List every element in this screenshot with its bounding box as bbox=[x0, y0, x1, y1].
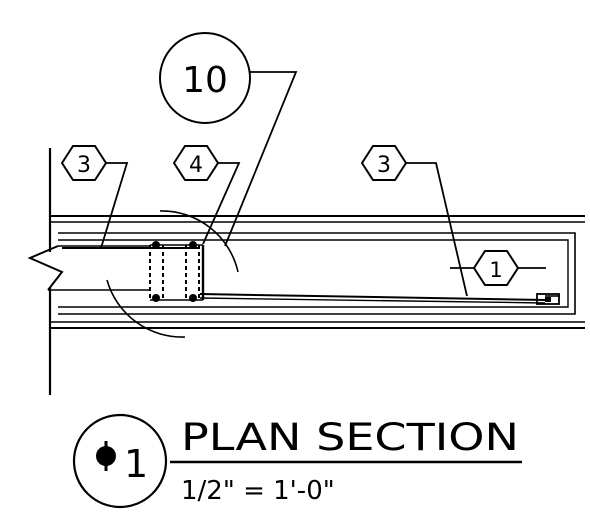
callout-10: 10 bbox=[159, 32, 298, 247]
callout-3-left: 3 bbox=[60, 145, 129, 249]
callout-3-left-label: 3 bbox=[77, 153, 91, 178]
beam-outline bbox=[50, 215, 585, 329]
splice-arcs bbox=[106, 210, 239, 338]
splice-cage bbox=[149, 241, 205, 302]
callout-1: 1 bbox=[450, 250, 546, 286]
detail-scale: 1/2" = 1'-0" bbox=[181, 476, 335, 506]
callout-10-label: 10 bbox=[182, 60, 228, 101]
callout-4-label: 4 bbox=[189, 153, 203, 178]
callout-3-right-label: 3 bbox=[377, 153, 391, 178]
reinforcing-bars bbox=[62, 247, 560, 304]
callout-1-label: 1 bbox=[489, 258, 502, 282]
detail-title-block: 1 PLAN SECTION 1/2" = 1'-0" bbox=[72, 413, 522, 509]
break-line bbox=[27, 245, 150, 291]
inner-cover-lines bbox=[58, 232, 576, 315]
end-anchor-plate bbox=[536, 293, 560, 305]
callout-4: 4 bbox=[172, 145, 241, 245]
detail-number: 1 bbox=[124, 442, 148, 486]
callout-3-right: 3 bbox=[360, 145, 468, 297]
detail-title: PLAN SECTION bbox=[181, 416, 519, 459]
